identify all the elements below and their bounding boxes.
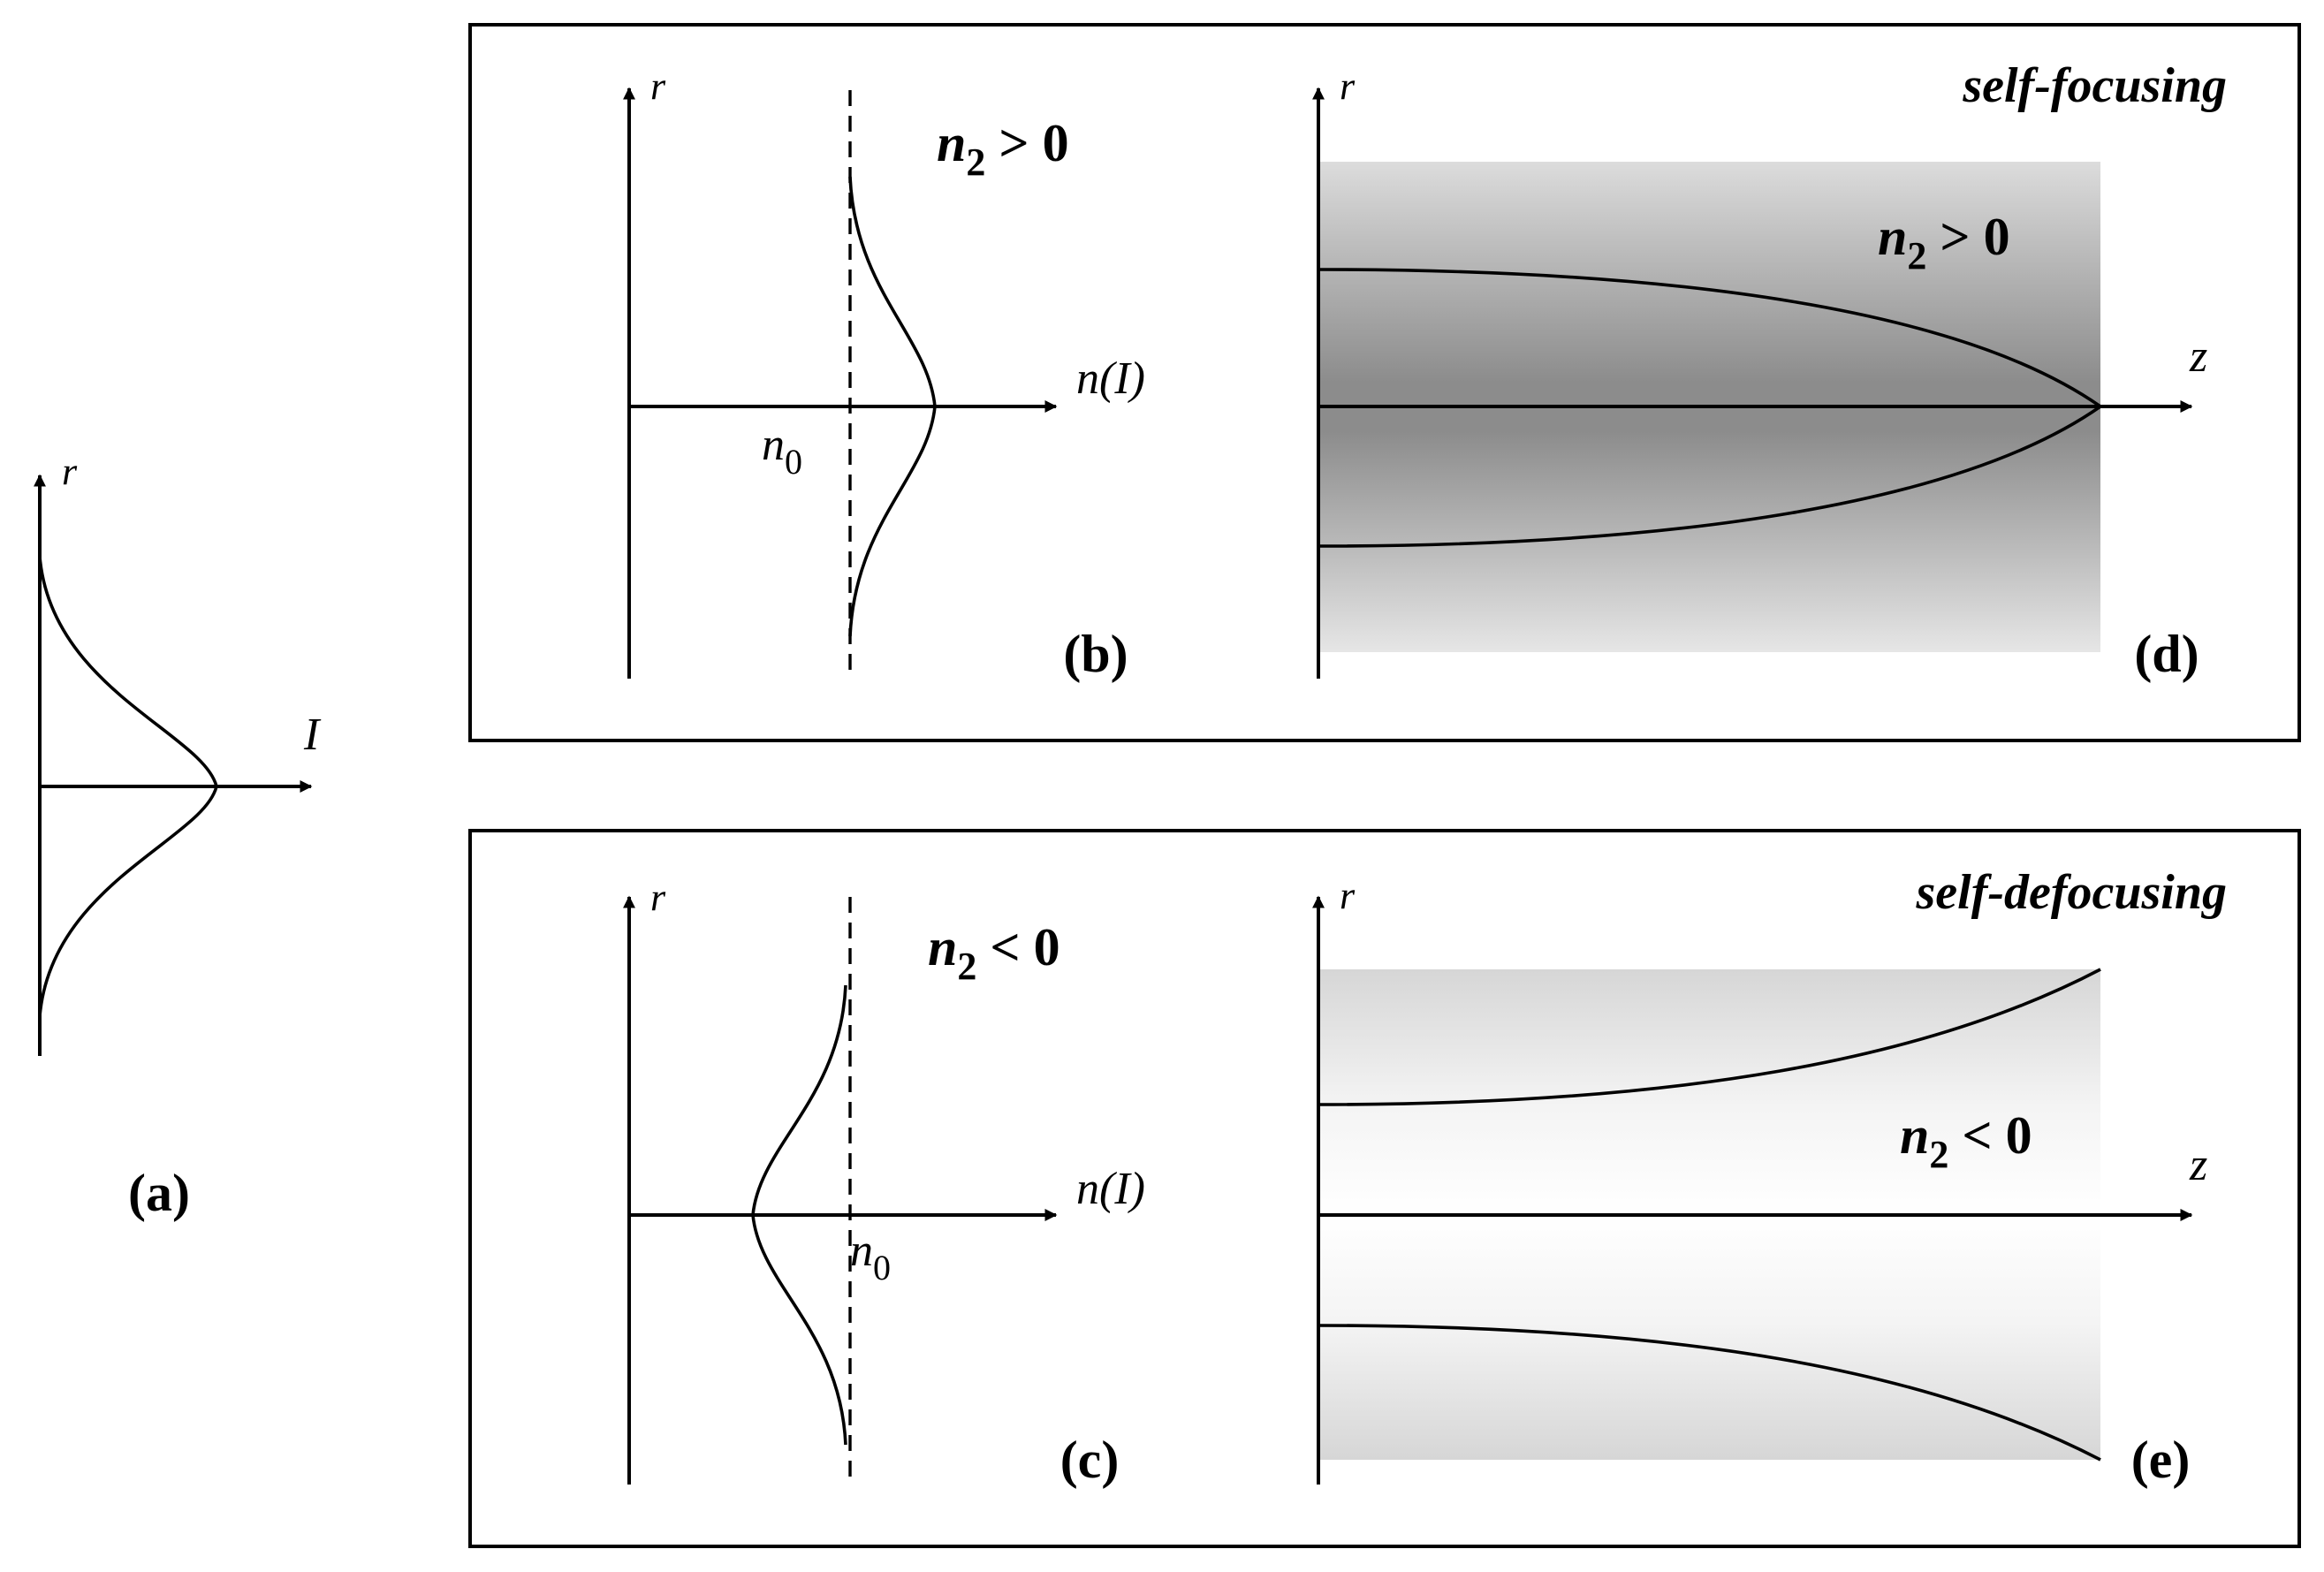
c-label-r: r [650, 876, 666, 919]
panel-a: r I (a) [34, 450, 322, 1222]
d-beam-edge-upper [1318, 268, 2102, 408]
e-label-r: r [1340, 874, 1356, 917]
e-label-z: z [2189, 1140, 2207, 1190]
e-panel-label: (e) [2131, 1431, 2191, 1489]
c-label-n: n(I) [1076, 1164, 1145, 1214]
d-condition: n2 > 0 [1878, 208, 2010, 277]
b-label-n0: n0 [762, 420, 802, 482]
panel-b: r n(I) n0 n2 > 0 (b) [623, 65, 1145, 683]
d-label-z: z [2189, 331, 2207, 382]
b-index-curve [848, 176, 937, 637]
e-beam-edge-lower [1318, 1324, 2101, 1462]
a-panel-label: (a) [128, 1164, 190, 1222]
b-label-r: r [650, 65, 666, 108]
d-label-r: r [1340, 65, 1356, 108]
panel-d: r z self-focusing n2 > 0 (d) [1312, 58, 2227, 683]
e-condition: n2 < 0 [1900, 1106, 2032, 1176]
d-title: self-focusing [1962, 58, 2227, 113]
top-frame [468, 23, 2301, 742]
e-title: self-defocusing [1915, 865, 2227, 920]
c-index-curve [751, 984, 847, 1446]
d-beam-edge-lower [1318, 405, 2102, 548]
b-panel-label: (b) [1063, 625, 1128, 683]
a-label-i: I [303, 710, 322, 760]
bottom-frame [468, 829, 2301, 1548]
d-panel-label: (d) [2134, 625, 2199, 683]
panel-e: r z self-defocusing n2 < 0 (e) [1312, 865, 2227, 1489]
b-condition: n2 > 0 [937, 114, 1069, 184]
b-label-n: n(I) [1076, 353, 1145, 404]
a-label-r: r [62, 450, 78, 493]
a-intensity-curve [38, 556, 218, 1017]
c-panel-label: (c) [1060, 1431, 1120, 1489]
panel-c: r n(I) n0 n2 < 0 (c) [623, 876, 1145, 1489]
e-beam-edge-upper [1318, 968, 2101, 1106]
c-label-n0: n0 [850, 1226, 891, 1287]
c-condition: n2 < 0 [928, 918, 1060, 988]
